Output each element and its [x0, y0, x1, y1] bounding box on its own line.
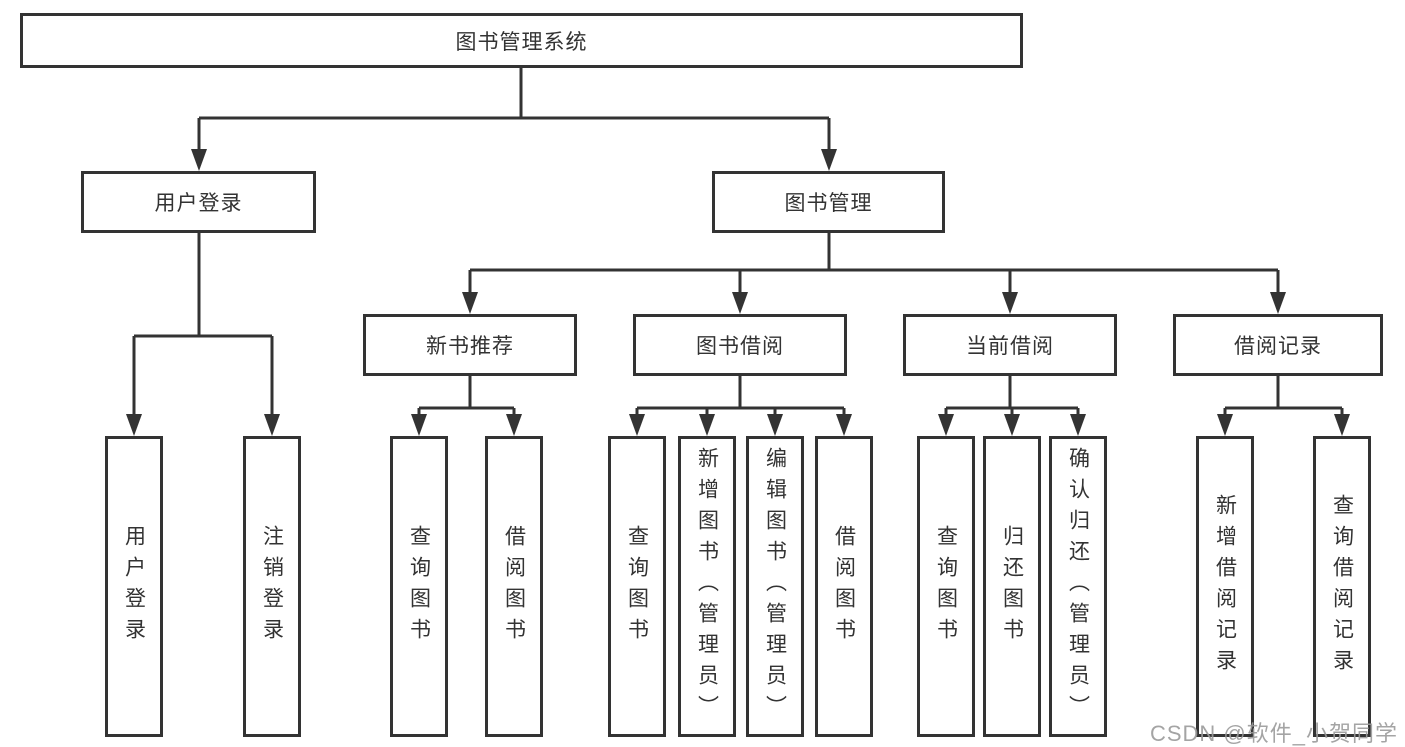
- watermark: CSDN @软件_小贺同学: [1149, 721, 1398, 746]
- connector-borrowing-records: [1223, 376, 1344, 418]
- connector-current-borrowing: [944, 376, 1080, 418]
- leaf-logout: 注销登录: [243, 436, 301, 737]
- leaf-records-add-record: 新增借阅记录: [1196, 436, 1254, 737]
- leaf-borrow-edit-books-admin: 编辑图书（管理员）: [746, 436, 804, 737]
- leaf-current-confirm-return-admin: 确认归还（管理员）: [1049, 436, 1107, 737]
- leaf-borrow-query-books: 查询图书: [608, 436, 666, 737]
- leaf-user-login: 用户登录: [105, 436, 163, 737]
- node-book-borrowing: 图书借阅: [633, 314, 847, 376]
- node-new-book-recommendation: 新书推荐: [363, 314, 577, 376]
- leaf-borrow-add-books-admin: 新增图书（管理员）: [678, 436, 736, 737]
- leaf-current-query-books: 查询图书: [917, 436, 975, 737]
- leaf-borrow-borrow-books: 借阅图书: [815, 436, 873, 737]
- node-user-login: 用户登录: [81, 171, 316, 233]
- leaf-current-return-books: 归还图书: [983, 436, 1041, 737]
- leaf-newbook-borrow-books: 借阅图书: [485, 436, 543, 737]
- leaf-records-query-record: 查询借阅记录: [1313, 436, 1371, 737]
- node-current-borrowing: 当前借阅: [903, 314, 1117, 376]
- leaf-newbook-query-books: 查询图书: [390, 436, 448, 737]
- node-borrowing-records: 借阅记录: [1173, 314, 1383, 376]
- connector-user-login: [132, 233, 274, 418]
- arrowheads: [126, 149, 1350, 436]
- connector-root: [197, 68, 831, 153]
- connector-new-book: [417, 376, 516, 418]
- connector-book-management: [468, 233, 1280, 296]
- connector-book-borrowing: [635, 376, 846, 418]
- node-root: 图书管理系统: [20, 13, 1023, 68]
- node-book-management: 图书管理: [712, 171, 945, 233]
